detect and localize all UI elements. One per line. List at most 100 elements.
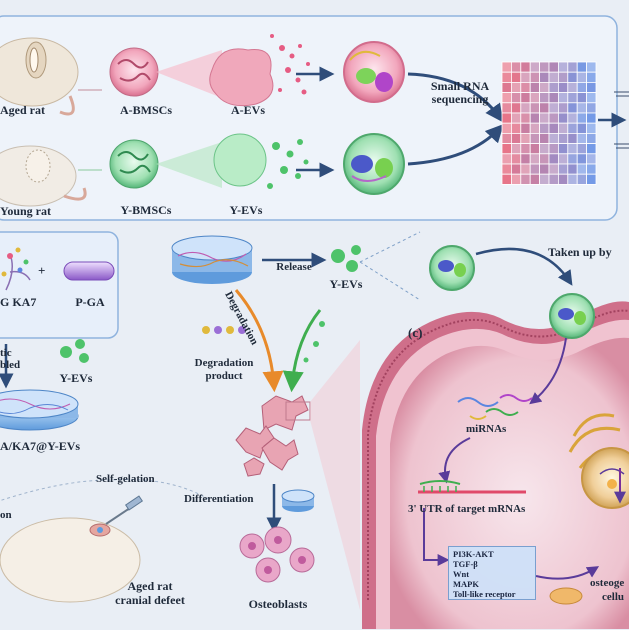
heatmap-cell [558, 112, 569, 124]
heatmap-cell [576, 132, 588, 144]
injection-label: on [0, 509, 12, 521]
heatmap-cell [586, 153, 597, 165]
central-hydrogel [171, 235, 253, 284]
heatmap-cell [586, 71, 597, 83]
heatmap-cell [539, 163, 550, 175]
heatmap-cell [576, 153, 588, 165]
heatmap-cell [510, 153, 522, 165]
heatmap-cell [539, 132, 550, 144]
heatmap-cell [520, 112, 531, 124]
heatmap-cell [567, 173, 578, 185]
heatmap-cell [510, 92, 522, 104]
heatmap-cell [576, 163, 588, 175]
heatmap-cell [586, 92, 597, 104]
heatmap-cell [586, 122, 597, 134]
heatmap-cell [529, 143, 541, 155]
heatmap-cell [558, 82, 569, 94]
heatmap-cell [586, 173, 597, 185]
heatmap-cell [510, 143, 522, 155]
heatmap-cell [558, 61, 569, 73]
sequence-reads [614, 91, 629, 149]
heatmap-cell [501, 143, 512, 155]
heatmap-cell [576, 71, 588, 83]
heatmap-cell [520, 82, 531, 94]
heatmap-cell [520, 92, 531, 104]
assembled-label-line2: bled [0, 359, 21, 371]
y-evs-label: Y-EVs [229, 203, 263, 217]
heatmap-cell [558, 143, 569, 155]
degradation-product-line1: Degradation [194, 357, 254, 369]
heatmap-cell [501, 112, 512, 124]
heatmap-cell [548, 82, 559, 94]
heatmap-cell [567, 112, 578, 124]
panel-a [0, 15, 629, 221]
osteoblasts-cells [239, 526, 315, 583]
heatmap-cell [586, 132, 597, 144]
heatmap-cell [510, 122, 522, 134]
heatmap-cell [548, 61, 559, 73]
a-bmscs-label: A-BMSCs [119, 103, 173, 117]
heatmap-cell [567, 71, 578, 83]
y-evs-particles-b [60, 339, 89, 363]
heatmap-cell [510, 112, 522, 124]
heatmap-cell [567, 122, 578, 134]
pathway-tgf-beta: TGF-β [453, 559, 478, 569]
release-label: Release [276, 261, 312, 273]
heatmap-cell [586, 163, 597, 175]
y-bmscs-label: Y-BMSCs [120, 203, 172, 217]
heatmap-cell [539, 71, 550, 83]
heatmap-cell [567, 163, 578, 175]
heatmap-cell [539, 173, 550, 185]
heatmap-cell [539, 102, 550, 114]
heatmap-cell [567, 102, 578, 114]
pathway-pi3k-akt: PI3K-AKT [453, 549, 494, 559]
pathway-toll-like: Toll-like receptor [453, 589, 516, 599]
sequencing-heatmap [501, 61, 597, 185]
heatmap-cell [586, 61, 597, 73]
p-ga-rod [63, 261, 115, 281]
sequencing-label-line2: sequencing [431, 92, 489, 106]
heatmap-cell [548, 163, 559, 175]
heatmap-cell [586, 112, 597, 124]
heatmap-cell [529, 102, 541, 114]
a-evs-secreting-cell [209, 34, 310, 107]
y-bmscs-cells [109, 139, 159, 189]
heatmap-cell [520, 173, 531, 185]
heatmap-cell [567, 82, 578, 94]
heatmap-cell [539, 92, 550, 104]
released-y-evs [331, 245, 361, 272]
small-y-evs [303, 321, 325, 363]
mitochondria [549, 587, 583, 605]
heatmap-cell [529, 132, 541, 144]
panel-b [0, 231, 421, 610]
young-rat-illustration [0, 145, 87, 207]
mirna-strands [457, 394, 533, 420]
released-y-evs-label: Y-EVs [329, 277, 363, 291]
differentiating-cells [235, 425, 299, 477]
heatmap-cell [576, 92, 588, 104]
g-ka7-label: G KA7 [0, 295, 37, 309]
aged-rat-label: Aged rat [0, 103, 45, 117]
heatmap-cell [548, 153, 559, 165]
heatmap-cell [501, 71, 512, 83]
heatmap-cell [586, 143, 597, 155]
y-ev-closeup [343, 133, 405, 195]
osteogenic-label-line1: osteoge [590, 577, 625, 589]
heatmap-cell [558, 92, 569, 104]
degradation-product-line2: product [205, 370, 243, 382]
heatmap-cell [529, 112, 541, 124]
heatmap-cell [520, 102, 531, 114]
young-rat-label: Young rat [0, 204, 52, 218]
heatmap-cell [510, 163, 522, 175]
heatmap-cell [501, 102, 512, 114]
mrna-utr [418, 480, 526, 494]
assembled-label-line1: tic [0, 347, 12, 359]
heatmap-cell [539, 143, 550, 155]
ev-uptake [429, 245, 475, 291]
osteogenic-label-line2: cellu [602, 591, 624, 603]
self-gelation-label: Self-gelation [96, 473, 155, 485]
heatmap-cell [558, 71, 569, 83]
y-magnify-cone [156, 142, 222, 188]
taken-up-label: Taken up by [548, 245, 612, 259]
